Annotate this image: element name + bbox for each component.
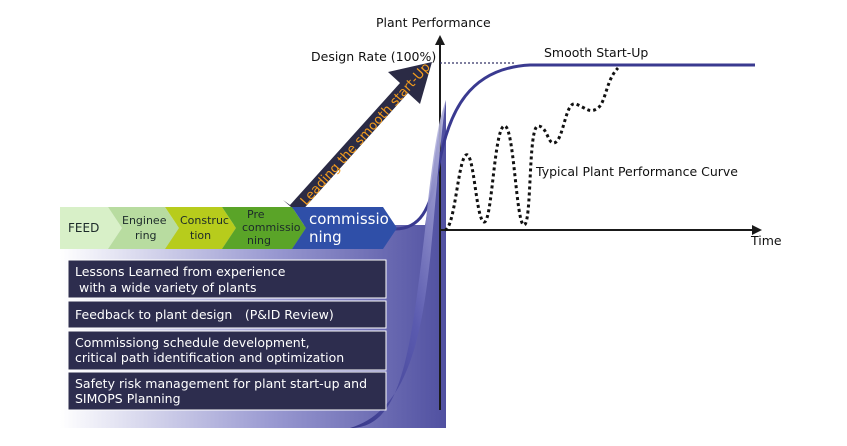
phase-feed-label: FEED: [68, 221, 99, 235]
phase-engineering-label-2: ring: [135, 229, 157, 242]
phase-construction: [165, 207, 236, 249]
activity-box-schedule: [67, 330, 387, 371]
activity-lessons-line-1: Lessons Learned from experience: [75, 264, 286, 279]
phase-commissioning: [292, 207, 397, 249]
activity-safety-line-2: SIMOPS Planning: [75, 391, 181, 406]
phase-construction-label-1: Construc: [180, 214, 229, 227]
smooth-startup-curve-wedge: [350, 100, 446, 428]
phase-engineering-label-1: Enginee: [122, 214, 167, 227]
activity-feedback-line-1: Feedback to plant design (P&ID Review): [75, 307, 334, 322]
activity-box-safety: [67, 371, 387, 411]
design-rate-label: Design Rate (100%): [311, 49, 436, 64]
activity-box-lessons: [67, 259, 387, 299]
phase-commissioning-label-1: commissio: [309, 210, 389, 228]
typical-performance-curve: [444, 66, 620, 232]
phase-commissioning-label-2: ning: [309, 228, 342, 246]
phase-precommissioning-label-1: Pre: [247, 208, 265, 221]
smooth-startup-label: Smooth Start-Up: [544, 45, 648, 60]
phase-feed: [60, 207, 122, 249]
arrow-label: Leading the smooth start-Up: [298, 60, 434, 209]
phase-chevrons: [60, 207, 397, 249]
activity-boxes: [67, 259, 387, 411]
y-axis-label: Plant Performance: [376, 15, 491, 30]
typical-curve-label: Typical Plant Performance Curve: [535, 164, 738, 179]
phase-construction-label-2: tion: [190, 229, 211, 242]
activity-schedule-line-1: Commissiong schedule development,: [75, 335, 310, 350]
activity-schedule-line-2: critical path identification and optimiz…: [75, 350, 344, 365]
smooth-startup-curve: [394, 63, 755, 231]
phase-precommissioning-label-3: ning: [247, 234, 271, 247]
phase-precommissioning-label-2: commissio: [242, 221, 301, 234]
activity-box-feedback: [67, 300, 387, 329]
leading-arrow: [283, 62, 432, 214]
x-axis-label: Time: [750, 233, 782, 248]
phase-precommissioning: [222, 207, 306, 249]
phase-engineering: [108, 207, 179, 249]
x-axis-arrowhead: [752, 225, 762, 235]
activity-lessons-line-2: with a wide variety of plants: [75, 280, 256, 295]
activity-safety-line-1: Safety risk management for plant start-u…: [75, 376, 367, 391]
y-axis-arrowhead: [435, 35, 445, 45]
